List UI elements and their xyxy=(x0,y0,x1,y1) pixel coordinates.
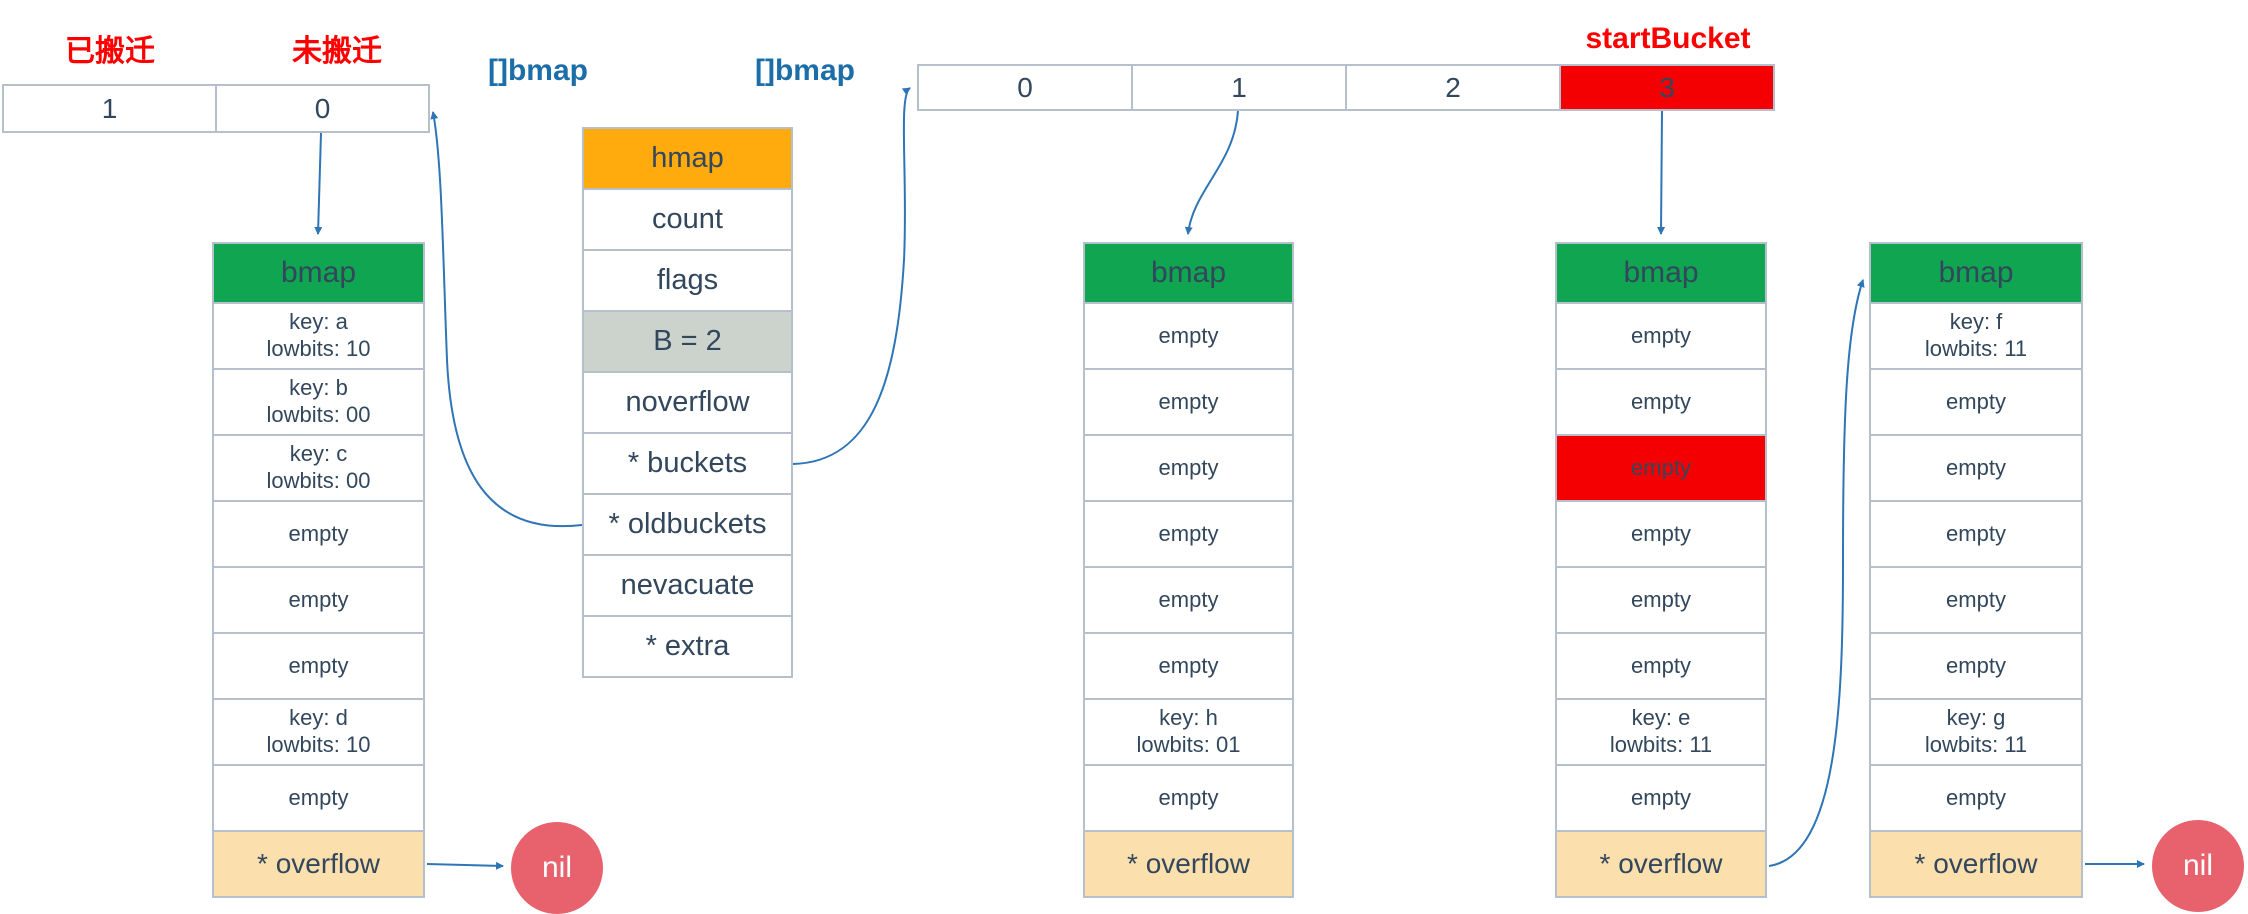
bucket-overflow-header: bmap xyxy=(1869,242,2083,304)
hmap-field-flags: flags xyxy=(582,249,793,312)
hmap-field-noverflow: noverflow xyxy=(582,371,793,434)
bucket-slot: empty xyxy=(1869,764,2083,832)
arrow-buckets-to-new-array xyxy=(792,87,911,465)
new-bucket-array-cell-0: 0 xyxy=(917,64,1133,111)
bucket-new-1-header: bmap xyxy=(1083,242,1294,304)
bucket-slot: empty xyxy=(1555,764,1767,832)
new-bucket-array-cell-3-start-bucket: 3 xyxy=(1559,64,1775,111)
bucket-slot: empty xyxy=(1555,368,1767,436)
arrow-bucket3-overflow-to-overflow-bucket xyxy=(1768,279,1865,867)
start-bucket-label: startBucket xyxy=(1585,22,1751,55)
bucket-slot: empty xyxy=(1083,302,1294,370)
bucket-slot: empty xyxy=(1083,566,1294,634)
bucket-slot: empty xyxy=(1869,632,2083,700)
bucket-old-0-header: bmap xyxy=(212,242,425,304)
bucket-new-3-header: bmap xyxy=(1555,242,1767,304)
bucket-new-1: bmap empty empty empty empty empty empty… xyxy=(1083,242,1294,898)
bucket-slot: empty xyxy=(1869,500,2083,568)
old-bucket-array-cell-1: 0 xyxy=(215,84,430,133)
not-evacuated-label: 未搬迁 xyxy=(292,35,382,68)
bucket-slot-highlighted: empty xyxy=(1555,434,1767,502)
bucket-slot: empty xyxy=(1083,764,1294,832)
hmap-field-nevacuate: nevacuate xyxy=(582,554,793,617)
hmap-field-b: B = 2 xyxy=(582,310,793,373)
hmap-field-extra: * extra xyxy=(582,615,793,678)
bucket-slot: empty xyxy=(1083,434,1294,502)
arrow-old-bucket-overflow-to-nil xyxy=(426,861,504,870)
bucket-old-0-overflow: * overflow xyxy=(212,830,425,898)
old-bucket-array: 1 0 xyxy=(2,84,430,133)
bucket-slot: empty xyxy=(212,764,425,832)
new-bmap-slice-label: []bmap xyxy=(755,54,855,87)
bucket-slot: empty xyxy=(1555,500,1767,568)
bucket-slot: empty xyxy=(1869,566,2083,634)
new-bucket-array-cell-2: 2 xyxy=(1345,64,1561,111)
bucket-new-3-overflow: * overflow xyxy=(1555,830,1767,898)
bucket-new-1-overflow: * overflow xyxy=(1083,830,1294,898)
bucket-slot: empty xyxy=(1555,632,1767,700)
arrow-old-array-0-to-bucket xyxy=(314,132,323,235)
arrow-new-array-1-to-bucket xyxy=(1184,110,1239,235)
old-bmap-slice-label: []bmap xyxy=(488,54,588,87)
new-bucket-array-cell-1: 1 xyxy=(1131,64,1347,111)
bucket-slot: empty xyxy=(1083,500,1294,568)
evacuated-label: 已搬迁 xyxy=(65,35,155,68)
hmap-field-count: count xyxy=(582,188,793,251)
arrow-oldbuckets-to-old-array xyxy=(430,111,583,528)
bucket-slot: empty xyxy=(212,500,425,568)
hmap-struct-title: hmap xyxy=(582,127,793,190)
nil-node-right: nil xyxy=(2152,820,2244,912)
arrow-new-array-3-to-bucket xyxy=(1657,110,1666,235)
bucket-slot: empty xyxy=(212,632,425,700)
bucket-slot: empty xyxy=(1869,434,2083,502)
bucket-slot: empty xyxy=(1083,632,1294,700)
new-bucket-array: 0 1 2 3 xyxy=(917,64,1775,111)
hmap-field-buckets: * buckets xyxy=(582,432,793,495)
bucket-slot: empty xyxy=(1083,368,1294,436)
bucket-overflow-overflow: * overflow xyxy=(1869,830,2083,898)
nil-node-left: nil xyxy=(511,822,603,914)
hmap-struct: hmap count flags B = 2 noverflow * bucke… xyxy=(582,127,793,678)
bucket-slot: empty xyxy=(212,566,425,634)
hmap-field-oldbuckets: * oldbuckets xyxy=(582,493,793,556)
bucket-slot: empty xyxy=(1555,566,1767,634)
bucket-slot: empty xyxy=(1869,368,2083,436)
old-bucket-array-cell-0: 1 xyxy=(2,84,217,133)
bucket-new-3: bmap empty empty empty empty empty empty… xyxy=(1555,242,1767,898)
bucket-slot: empty xyxy=(1555,302,1767,370)
